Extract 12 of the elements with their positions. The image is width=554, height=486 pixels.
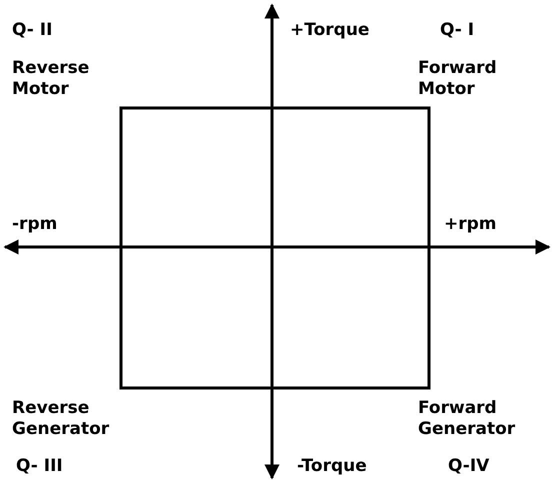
operating-mode-label: Forward Generator [418,398,516,440]
quadrant-label: Q-IV [448,456,490,477]
operating-mode-label: Reverse Generator [12,398,110,440]
axis-label: +Torque [290,20,370,41]
quadrant-label: Q- II [12,20,52,41]
axis-label: -Torque [297,456,367,477]
axis-label: -rpm [12,214,58,235]
axis-label: +rpm [444,214,497,235]
operating-mode-label: Forward Motor [418,58,497,100]
quadrant-label: Q- I [440,20,474,41]
operating-mode-label: Reverse Motor [12,58,90,100]
quadrant-label: Q- III [16,456,63,477]
